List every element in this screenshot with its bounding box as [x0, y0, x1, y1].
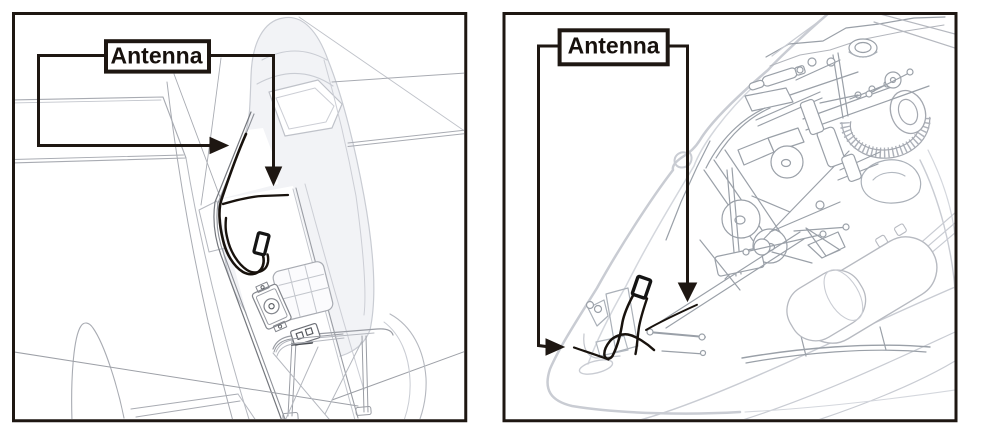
svg-text:Antenna: Antenna	[568, 33, 660, 59]
svg-text:Antenna: Antenna	[111, 42, 203, 68]
